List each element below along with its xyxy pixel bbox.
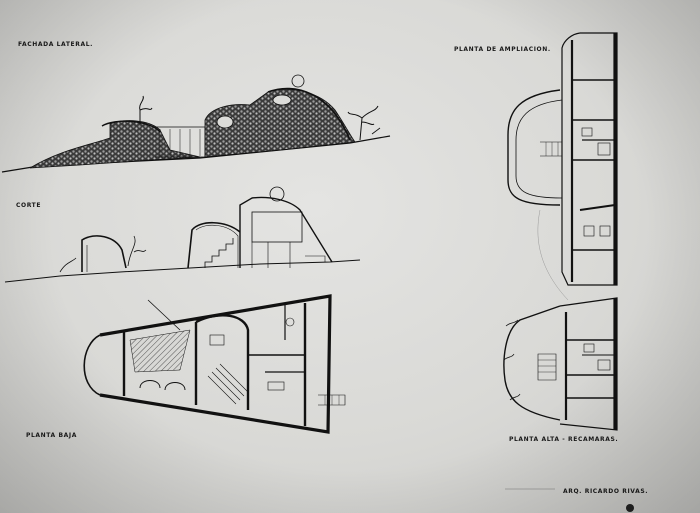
- section-drawing: [4, 186, 361, 283]
- label-planta-alta: PLANTA ALTA - RECAMARAS.: [509, 436, 619, 443]
- label-planta-baja: PLANTA BAJA: [26, 432, 77, 439]
- label-corte: CORTE: [16, 202, 42, 209]
- ground-floor-plan: [83, 294, 346, 434]
- upper-floor-plan: [503, 297, 618, 431]
- label-architect: ARQ. RICARDO RIVAS.: [563, 488, 649, 495]
- pin-mark: [626, 504, 634, 512]
- side-elevation-drawing: [1, 74, 391, 173]
- extension-plan: [507, 32, 618, 301]
- label-planta-ampliacion: PLANTA DE AMPLIACION.: [454, 46, 551, 53]
- label-fachada-lateral: FACHADA LATERAL.: [18, 41, 93, 48]
